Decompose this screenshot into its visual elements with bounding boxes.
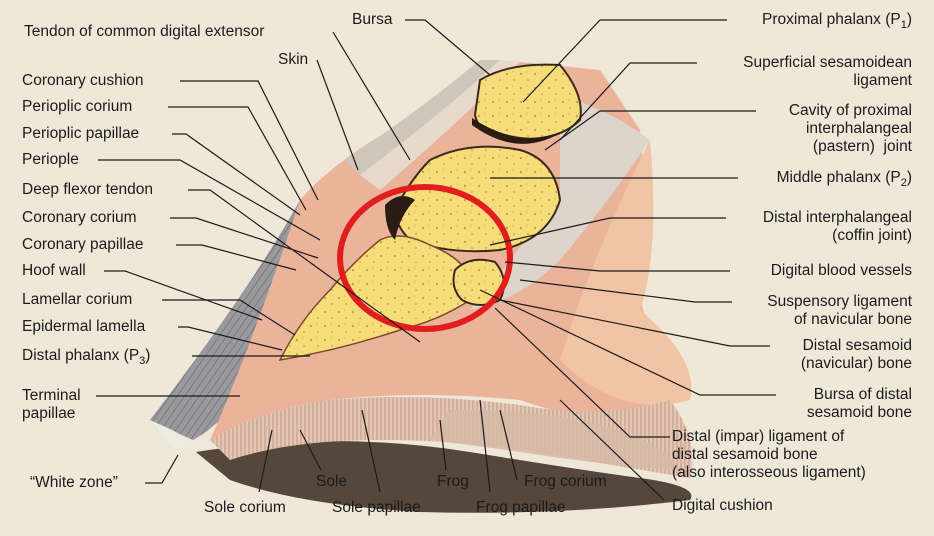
label-sole-corium: Sole corium [204, 499, 286, 516]
label-distal-phalanx-text: Distal phalanx (P [22, 347, 140, 364]
label-proximal-phalanx-close: ) [906, 11, 912, 28]
label-bursa: Bursa [352, 11, 393, 28]
posterior-tissue [560, 140, 692, 405]
label-frog: Frog [437, 473, 469, 490]
label-middle-phalanx-text: Middle phalanx (P [776, 169, 901, 186]
hoof-shadow [196, 441, 692, 513]
label-skin: Skin [278, 51, 309, 68]
label-bursa-distal-sesamoid: Bursa of distal sesamoid bone [806, 386, 912, 421]
label-perioplic-corium: Perioplic corium [22, 98, 133, 115]
label-middle-phalanx-close: ) [906, 169, 912, 186]
label-epidermal-lamella: Epidermal lamella [22, 318, 146, 335]
label-coronary-cushion: Coronary cushion [22, 72, 144, 89]
label-middle-phalanx-sub: 2 [900, 177, 907, 190]
label-coronary-corium: Coronary corium [22, 209, 137, 226]
label-frog-papillae: Frog papillae [476, 499, 566, 516]
label-tendon-common-digital-extensor: Tendon of common digital extensor [24, 23, 265, 40]
skin-band [345, 60, 500, 175]
label-perioplic-papillae: Perioplic papillae [22, 125, 140, 142]
label-sole: Sole [316, 473, 348, 490]
label-distal-impar-ligament: Distal (impar) ligament of distal sesamo… [672, 428, 866, 481]
label-periople: Periople [22, 151, 79, 168]
label-hoof-wall: Hoof wall [22, 262, 86, 279]
leader-lines [96, 19, 776, 501]
label-frog-corium: Frog corium [524, 473, 607, 490]
label-distal-phalanx: Distal phalanx (P3) [22, 347, 150, 370]
label-distal-phalanx-close: ) [145, 347, 151, 364]
label-sole-papillae: Sole papillae [332, 499, 421, 516]
label-cavity-pip-joint: Cavity of proximal interphalangeal (past… [788, 102, 912, 155]
distal-phalanx-bone [278, 235, 473, 361]
white-zone-shape [150, 420, 210, 448]
label-digital-cushion: Digital cushion [672, 497, 773, 514]
label-distal-interphalangeal: Distal interphalangeal (coffin joint) [762, 209, 912, 244]
label-superficial-sesamoidean-ligament: Superficial sesamoidean ligament [743, 54, 912, 89]
label-digital-blood-vessels: Digital blood vessels [770, 262, 912, 279]
label-white-zone: “White zone” [30, 474, 118, 491]
label-proximal-phalanx-text: Proximal phalanx (P [762, 11, 901, 28]
label-proximal-phalanx-sub: 1 [900, 19, 907, 32]
pastern-joint-cavity [472, 118, 565, 144]
coffin-joint-cavity [385, 196, 415, 240]
label-lamellar-corium: Lamellar corium [22, 291, 133, 308]
label-distal-phalanx-sub: 3 [139, 355, 146, 368]
label-proximal-phalanx: Proximal phalanx (P1) [762, 11, 912, 34]
label-terminal-papillae: Terminal papillae [22, 387, 81, 422]
label-suspensory-ligament-navicular: Suspensory ligament of navicular bone [767, 293, 912, 328]
label-distal-sesamoid: Distal sesamoid (navicular) bone [800, 337, 912, 372]
label-deep-flexor-tendon: Deep flexor tendon [22, 181, 153, 198]
highlight-circle [337, 184, 513, 332]
label-middle-phalanx: Middle phalanx (P2) [777, 169, 912, 192]
label-coronary-papillae: Coronary papillae [22, 236, 144, 253]
